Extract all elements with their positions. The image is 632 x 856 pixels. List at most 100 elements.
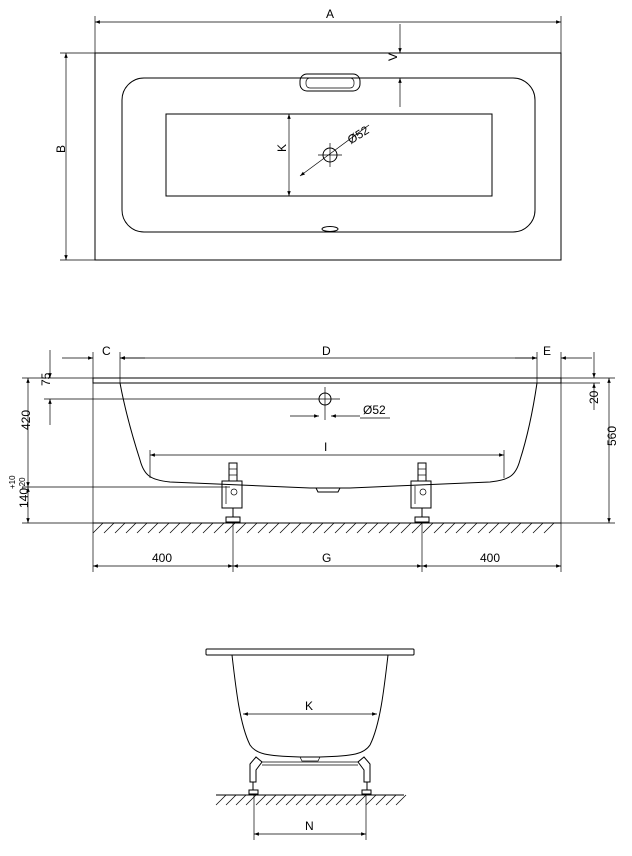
hatch-line [191, 522, 203, 534]
dim-k-end-label: K [305, 699, 313, 713]
dim-400-left-label: 400 [152, 551, 172, 565]
hatch-line [246, 522, 258, 534]
side-drain-bump [315, 487, 341, 493]
hatch-line [356, 522, 368, 534]
hatch-line [345, 522, 357, 534]
hatch-line [265, 794, 277, 806]
tub-floor-area [165, 113, 493, 197]
hatch-line [433, 522, 445, 534]
dim-a-label: A [326, 7, 334, 21]
hatch-line [279, 522, 291, 534]
hatch-line [466, 522, 478, 534]
hatch-line [400, 522, 412, 534]
side-tub-body [119, 382, 538, 489]
hatch-line [323, 522, 335, 534]
hatch-line [325, 794, 337, 806]
hatch-line [301, 522, 313, 534]
top-view: Ø52 A B V K [54, 7, 562, 261]
hatch-line [389, 522, 401, 534]
side-drain-dia-label: Ø52 [363, 403, 386, 417]
hatch-line [180, 522, 192, 534]
hatch-line [158, 522, 170, 534]
hatch-line [290, 522, 302, 534]
hatch-line [367, 522, 379, 534]
hatch-line [365, 794, 377, 806]
dim-d-label: D [322, 344, 331, 358]
hatch-line [103, 522, 115, 534]
hatch-line [395, 794, 407, 806]
hatch-line [235, 522, 247, 534]
hatch-line [335, 794, 347, 806]
hatch-line [268, 522, 280, 534]
hatch-line [224, 522, 236, 534]
grip-handle-inner [305, 77, 355, 89]
end-tub-body [231, 654, 389, 758]
hatch-line [411, 522, 423, 534]
end-floor-hatch [215, 794, 407, 806]
dim-560-label: 560 [605, 426, 619, 446]
end-support-frame [248, 756, 372, 795]
dim-420-label: 420 [19, 410, 33, 430]
hatch-line [444, 522, 456, 534]
hatch-line [235, 794, 247, 806]
hatch-line [385, 794, 397, 806]
hatch-line [215, 794, 227, 806]
hatch-line [257, 522, 269, 534]
hatch-line [125, 522, 137, 534]
hatch-line [345, 794, 357, 806]
hatch-line [455, 522, 467, 534]
hatch-line [532, 522, 544, 534]
end-view: K N [205, 648, 415, 840]
dim-140-tol-plus: +10 [8, 475, 17, 489]
hatch-line [312, 522, 324, 534]
dim-20-label: 20 [587, 390, 601, 404]
dim-c-label: C [102, 344, 111, 358]
overflow-outlet [321, 226, 339, 232]
hatch-line [422, 522, 434, 534]
dim-75-label: 75 [39, 372, 53, 386]
hatch-line [315, 794, 327, 806]
tub-outer-rim [94, 52, 562, 261]
dim-400-right-label: 400 [480, 551, 500, 565]
hatch-line [375, 794, 387, 806]
dim-k-top-label: K [275, 144, 289, 152]
hatch-line [275, 794, 287, 806]
hatch-line [499, 522, 511, 534]
hatch-line [510, 522, 522, 534]
hatch-line [213, 522, 225, 534]
hatch-line [92, 522, 104, 534]
dim-140-tol-minus: -20 [18, 477, 27, 489]
hatch-line [114, 522, 126, 534]
dim-e-label: E [543, 344, 551, 358]
end-rim [205, 648, 415, 656]
dim-b-label: B [54, 145, 68, 153]
hatch-line [355, 794, 367, 806]
hatch-line [245, 794, 257, 806]
end-drain-bump [299, 756, 321, 762]
side-rim [92, 377, 562, 384]
hatch-line [378, 522, 390, 534]
dim-g-label: G [322, 551, 331, 565]
hatch-line [521, 522, 533, 534]
hatch-line [147, 522, 159, 534]
dim-n-label: N [305, 819, 314, 833]
hatch-line [136, 522, 148, 534]
side-floor-hatch [92, 522, 555, 534]
grip-handle-outer [299, 73, 361, 92]
hatch-line [305, 794, 317, 806]
top-drain-dia-label: Ø52 [345, 123, 372, 147]
dim-140-label: 140 [17, 488, 31, 508]
dim-i-label: I [324, 440, 327, 454]
hatch-line [295, 794, 307, 806]
hatch-line [477, 522, 489, 534]
hatch-line [225, 794, 237, 806]
hatch-line [285, 794, 297, 806]
side-view: Ø52 C D E 75 420 140 +10 -20 20 [8, 344, 619, 572]
hatch-line [202, 522, 214, 534]
hatch-line [543, 522, 555, 534]
hatch-line [488, 522, 500, 534]
drain-leader [299, 124, 370, 177]
dim-v-label: V [386, 53, 400, 61]
